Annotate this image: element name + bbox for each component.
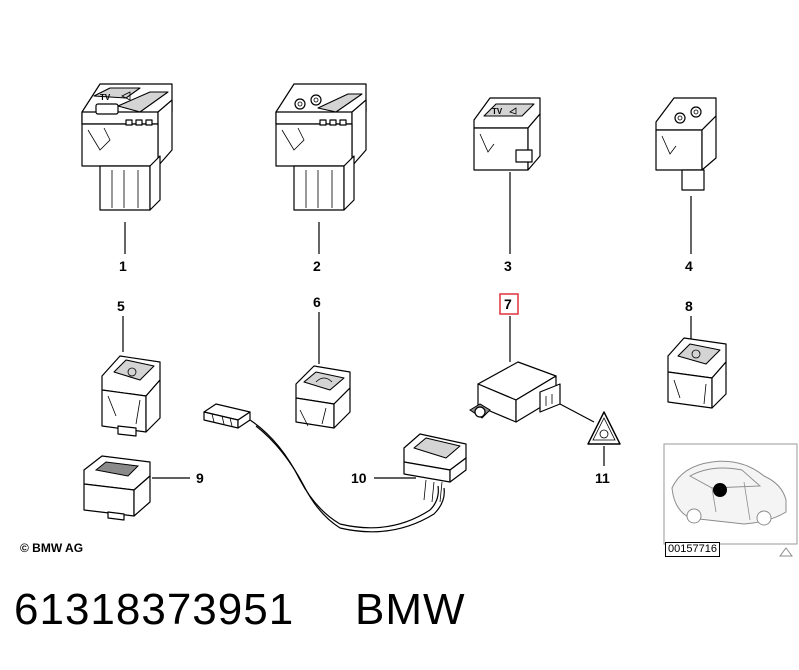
- part-5-rocker-switch[interactable]: [101, 355, 161, 437]
- callout-5[interactable]: 5: [117, 298, 125, 314]
- callout-6[interactable]: 6: [313, 294, 321, 310]
- callout-3[interactable]: 3: [504, 258, 512, 274]
- callout-7[interactable]: 7: [504, 296, 512, 312]
- callout-9[interactable]: 9: [196, 470, 204, 486]
- page-corner-icon: [779, 547, 793, 557]
- part-number: 61318373951: [14, 585, 295, 634]
- vehicle-location-inset: [663, 443, 798, 545]
- brand-name: BMW: [355, 585, 466, 634]
- part-11-warning-label[interactable]: [587, 411, 621, 445]
- part-6-vent-switch[interactable]: [295, 365, 351, 429]
- callout-4[interactable]: 4: [685, 258, 693, 274]
- part-4-dial-switch[interactable]: [655, 97, 717, 191]
- part-7-control-module[interactable]: [469, 361, 561, 423]
- callout-10[interactable]: 10: [351, 470, 367, 486]
- leader-line-7-to-11: [559, 403, 595, 423]
- tv-label-part-3: TV: [492, 107, 503, 116]
- callout-11[interactable]: 11: [595, 470, 610, 486]
- part-8-small-switch[interactable]: [667, 337, 727, 409]
- callout-2[interactable]: 2: [313, 258, 321, 274]
- callout-1[interactable]: 1: [119, 258, 127, 274]
- part-10-wiring-harness[interactable]: [203, 403, 467, 533]
- part-1-tv-switch[interactable]: TV: [81, 83, 173, 211]
- part-2-dual-switch[interactable]: [275, 83, 367, 211]
- tv-label: TV: [100, 93, 111, 102]
- part-3-tv-button[interactable]: TV: [473, 97, 541, 171]
- location-marker: [713, 483, 727, 497]
- callout-8[interactable]: 8: [685, 298, 693, 314]
- copyright-text: © BMW AG: [20, 541, 84, 555]
- drawing-id: 00157716: [665, 542, 720, 557]
- part-9-socket[interactable]: [83, 455, 151, 521]
- callout-7-highlight-box: [499, 293, 519, 315]
